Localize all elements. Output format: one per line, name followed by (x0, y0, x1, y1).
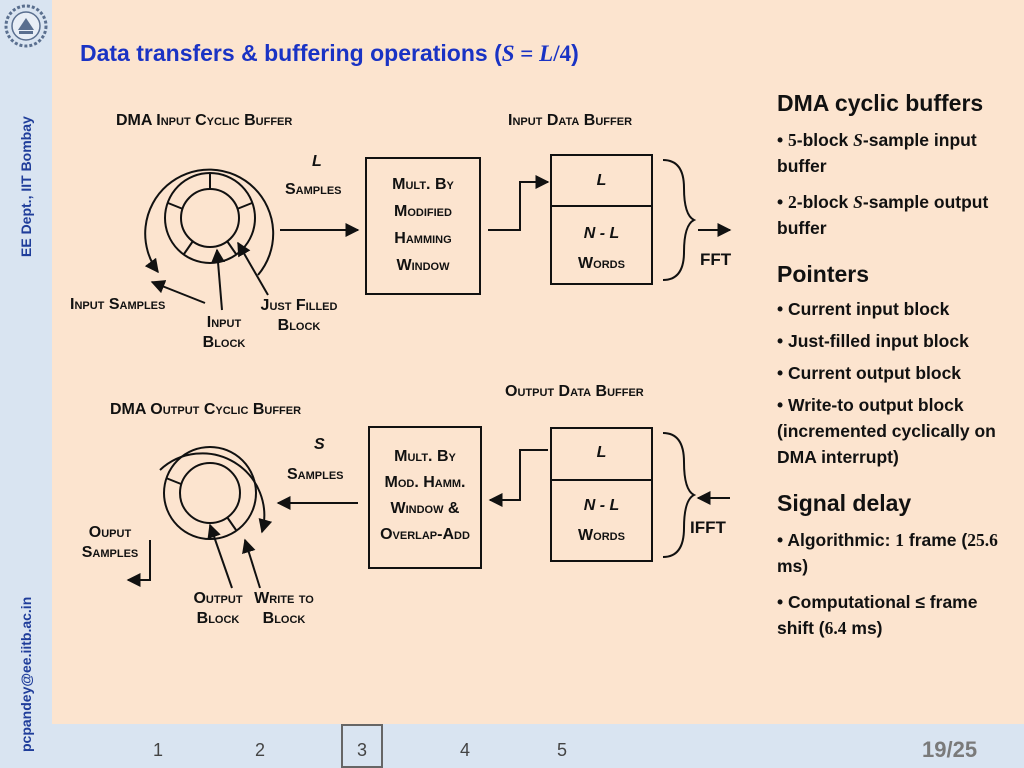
pointer-just-filled: • Just-filled input block (777, 331, 969, 351)
fft-label: FFT (700, 250, 732, 269)
slide-number: 19/25 (922, 737, 978, 762)
delay-computational: • Computational ≤ frame shift (6.4 ms) (777, 592, 978, 638)
dma-cyclic-buffers-heading: DMA cyclic buffers (777, 90, 984, 116)
hamming-window-box (365, 157, 481, 295)
current-page-indicator (341, 724, 383, 768)
input-data-nl-label: N - L (583, 225, 620, 242)
dma-input-cyclic-buffer-label: DMA Input Cyclic Buffer (116, 112, 293, 129)
pointers-heading: Pointers (777, 261, 870, 287)
input-data-words-label: Words (578, 255, 625, 272)
input-samples-count-label: Samples (285, 181, 342, 198)
input-samples-label: Input Samples (70, 296, 166, 313)
signal-delay-heading: Signal delay (777, 490, 912, 516)
page-link-1[interactable]: 1 (153, 740, 164, 760)
sidebar (0, 0, 52, 768)
input-data-buffer-box (550, 154, 653, 285)
ifft-label: IFFT (690, 518, 726, 537)
output-samples-count-label: Samples (287, 466, 344, 483)
dma-output-cyclic-buffer-label: DMA Output Cyclic Buffer (110, 401, 302, 418)
page-link-5[interactable]: 5 (557, 740, 568, 760)
output-data-words-label: Words (578, 527, 625, 544)
delay-algorithmic: • Algorithmic: 1 frame (25.6 ms) (777, 530, 998, 576)
output-data-nl-label: N - L (583, 497, 620, 514)
page-link-2[interactable]: 2 (255, 740, 266, 760)
page-link-3[interactable]: 3 (357, 740, 368, 760)
slide-title: Data transfers & buffering operations (S… (80, 40, 579, 66)
output-cyclic-buffer (159, 446, 273, 540)
output-data-l-label: L (596, 444, 607, 461)
input-cyclic-buffer (144, 168, 275, 276)
output-s-label: S (314, 436, 325, 453)
input-l-label: L (312, 153, 322, 170)
bullet-input-buffer: • 5-block S-sample input buffer (777, 130, 977, 176)
bullet-output-buffer: • 2-block S-sample output buffer (777, 192, 989, 238)
page-link-4[interactable]: 4 (460, 740, 471, 760)
pointer-current-input: • Current input block (777, 299, 950, 319)
output-data-buffer-box (550, 427, 653, 562)
input-data-l-label: L (596, 172, 607, 189)
pointer-current-output: • Current output block (777, 363, 962, 383)
overlap-add-box (368, 426, 482, 569)
iit-logo-icon (4, 4, 48, 48)
input-data-buffer-label: Input Data Buffer (508, 112, 633, 129)
pointer-write-to: • Write-to output block (incremented cyc… (777, 395, 996, 467)
footer-bar (52, 724, 1024, 768)
right-panel: DMA cyclic buffers • 5-block S-sample in… (777, 90, 1017, 641)
output-data-buffer-label: Output Data Buffer (505, 383, 644, 400)
